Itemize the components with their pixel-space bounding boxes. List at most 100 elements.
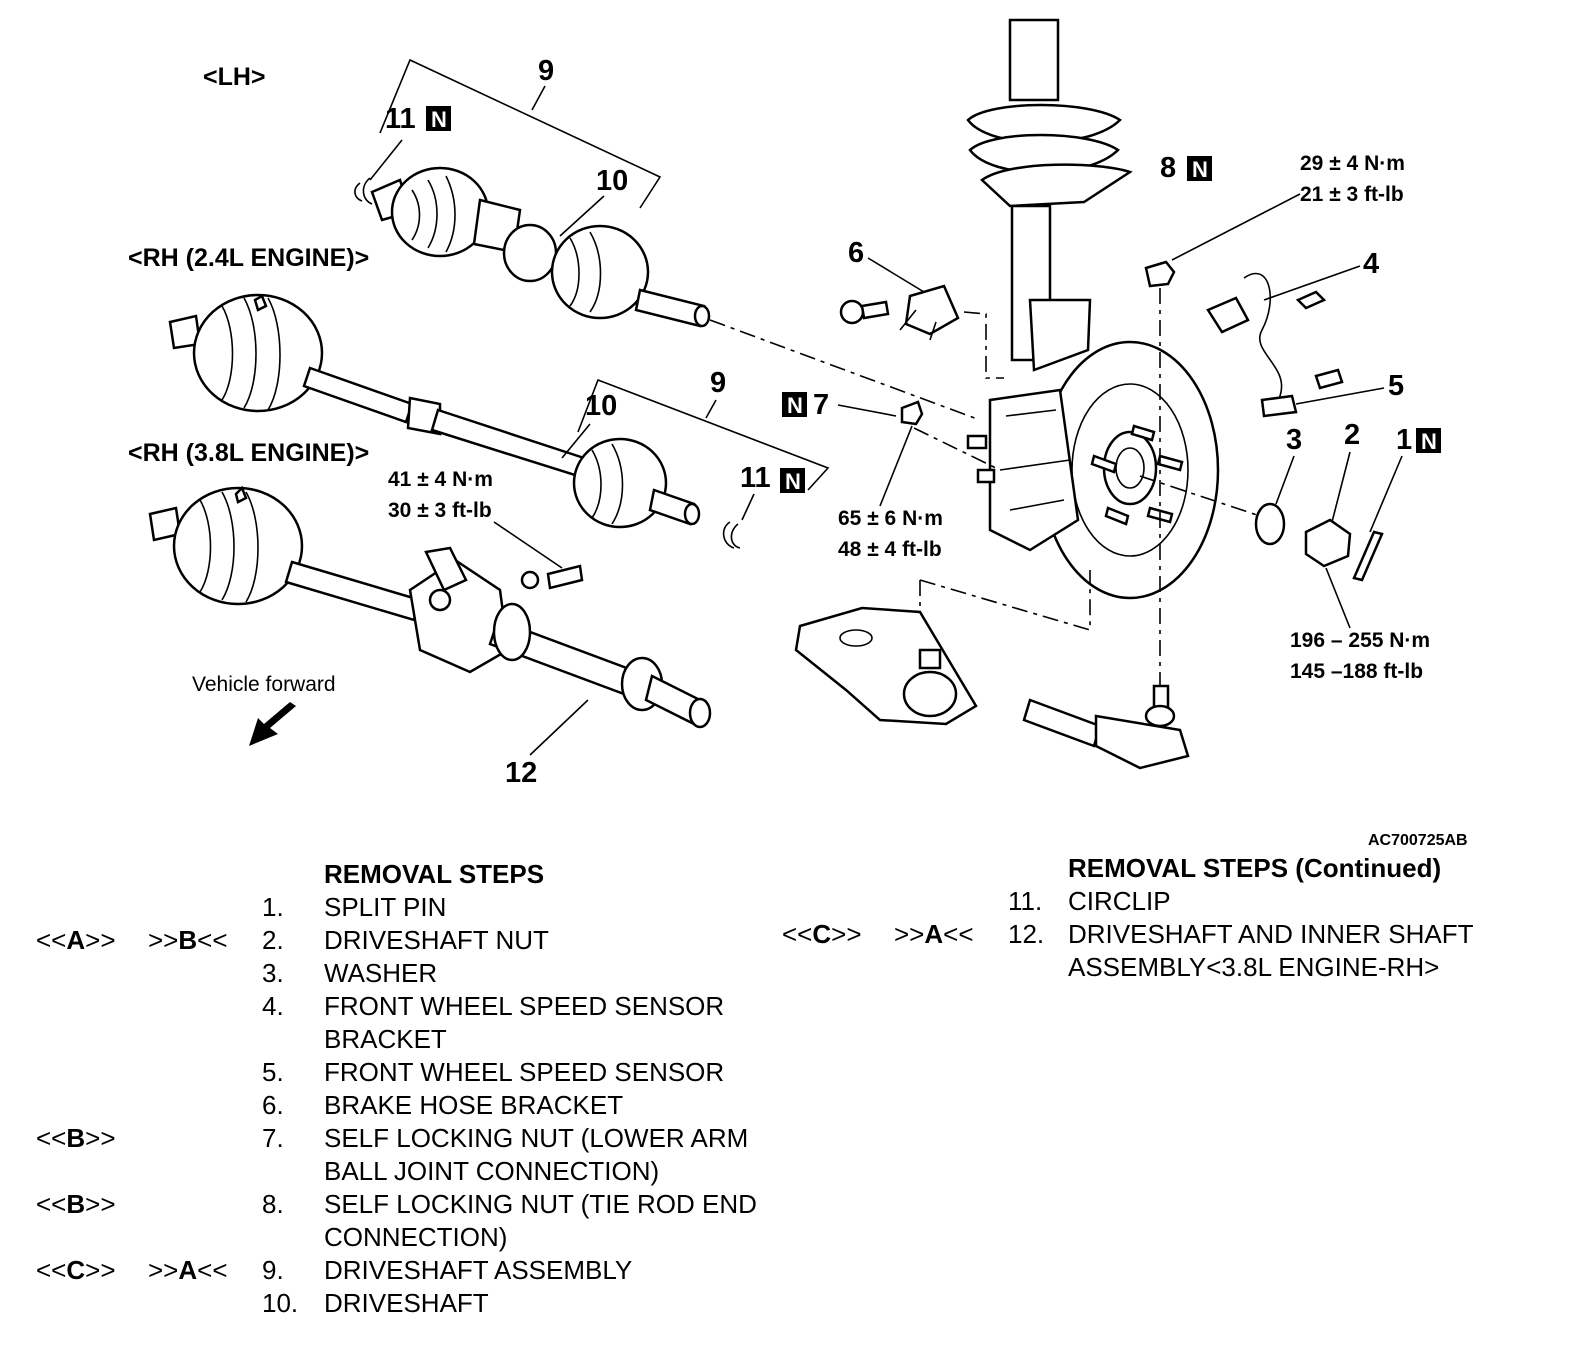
driveshaft-nut-2 <box>1304 518 1352 568</box>
lh-driveshaft <box>354 166 711 328</box>
callout-7: 7 <box>813 389 829 421</box>
label-rh-24: <RH (2.4L ENGINE)> <box>128 244 369 272</box>
step-number: 9. <box>262 1255 284 1285</box>
step-text: WASHER <box>324 958 438 988</box>
step-number: 5. <box>262 1057 284 1087</box>
torque-2-ftlb: 145 –188 ft-lb <box>1290 660 1423 683</box>
step-number: 3. <box>262 958 284 988</box>
torque-12-nm: 41 ± 4 N·m <box>388 468 493 491</box>
service-point-installation: >>B<< <box>148 925 228 955</box>
torque-2-nm: 196 – 255 N·m <box>1290 629 1430 652</box>
callout-12: 12 <box>505 757 537 789</box>
list-item: <<C>> >>A<< 12. DRIVESHAFT AND INNER SHA… <box>760 918 1560 984</box>
removal-steps-title: REMOVAL STEPS <box>324 859 545 889</box>
n-badge-8 <box>1187 156 1212 181</box>
list-item: 5. FRONT WHEEL SPEED SENSOR <box>0 1056 780 1089</box>
step-number: 12. <box>1008 919 1045 949</box>
removal-steps-column-right: REMOVAL STEPS (Continued) 11. CIRCLIP <<… <box>760 852 1560 992</box>
strut-assembly <box>966 18 1133 372</box>
list-item: 4. FRONT WHEEL SPEED SENSOR BRACKET <box>0 990 780 1056</box>
callout-5: 5 <box>1388 370 1404 402</box>
brake-caliper <box>966 388 1080 552</box>
step-number: 10. <box>262 1288 299 1318</box>
step-text: SELF LOCKING NUT (LOWER ARM BALL JOINT C… <box>324 1123 749 1186</box>
exploded-view-diagram: <LH> <RH (2.4L ENGINE)> <RH (3.8L ENGINE… <box>128 18 1468 849</box>
rh24-driveshaft <box>168 293 701 529</box>
step-text: DRIVESHAFT AND INNER SHAFT ASSEMBLY<3.8L… <box>1068 919 1473 982</box>
service-point-removal: <<C>> <box>36 1255 116 1285</box>
torque-7-ftlb: 48 ± 4 ft-lb <box>838 538 942 561</box>
wheel-speed-sensor <box>1206 272 1344 418</box>
step-number: 6. <box>262 1090 284 1120</box>
service-point-removal: <<C>> <box>782 919 862 949</box>
lower-arm <box>794 606 978 726</box>
n-badge-11-top <box>426 106 451 131</box>
removal-steps-column-left: REMOVAL STEPS 1. SPLIT PIN <<A>> >>B<< 2… <box>0 858 780 1338</box>
n-badge-11-mid <box>780 468 805 493</box>
label-vehicle-forward: Vehicle forward <box>192 673 336 696</box>
rh38-driveshaft <box>148 485 712 729</box>
callout-11-top: 11 <box>385 103 416 135</box>
nut-8 <box>1144 260 1176 288</box>
step-text: DRIVESHAFT ASSEMBLY <box>324 1255 633 1285</box>
list-item: <<B>> 7. SELF LOCKING NUT (LOWER ARM BAL… <box>0 1122 780 1188</box>
step-text: SELF LOCKING NUT (TIE ROD END CONNECTION… <box>324 1189 757 1252</box>
callout-10-top: 10 <box>596 165 628 197</box>
callout-8: 8 <box>1160 152 1176 184</box>
removal-steps-title-continued: REMOVAL STEPS (Continued) <box>1068 853 1442 883</box>
step-text: SPLIT PIN <box>324 892 447 922</box>
n-badge-text: N <box>431 107 447 132</box>
service-point-removal: <<B>> <box>36 1123 116 1153</box>
step-number: 7. <box>262 1123 284 1153</box>
callout-2: 2 <box>1344 419 1360 451</box>
service-point-removal: <<A>> <box>36 925 116 955</box>
list-item: 6. BRAKE HOSE BRACKET <box>0 1089 780 1122</box>
torque-8-ftlb: 21 ± 3 ft-lb <box>1300 183 1404 206</box>
service-point-installation: >>A<< <box>148 1255 228 1285</box>
n-badge-text: N <box>785 469 801 494</box>
list-item: 3. WASHER <box>0 957 780 990</box>
n-badge-text: N <box>1421 429 1437 454</box>
list-item: 10. DRIVESHAFT <box>0 1287 780 1320</box>
step-text: BRAKE HOSE BRACKET <box>324 1090 624 1120</box>
callout-9-top: 9 <box>538 55 554 87</box>
step-number: 2. <box>262 925 284 955</box>
step-text: FRONT WHEEL SPEED SENSOR BRACKET <box>324 991 725 1054</box>
tie-rod-end <box>1022 684 1190 770</box>
bracket-bolt <box>520 564 584 590</box>
service-point-removal: <<B>> <box>36 1189 116 1219</box>
brake-hose-bracket <box>839 284 960 341</box>
label-rh-38: <RH (3.8L ENGINE)> <box>128 439 369 467</box>
washer-3 <box>1254 502 1286 546</box>
reference-code: AC700725AB <box>1368 832 1468 849</box>
n-badge-1 <box>1416 428 1441 453</box>
callout-1: 1 <box>1396 424 1412 456</box>
n-badge-text: N <box>787 393 803 418</box>
list-item: <<C>> >>A<< 9. DRIVESHAFT ASSEMBLY <box>0 1254 780 1287</box>
callout-10-mid: 10 <box>585 390 617 422</box>
step-text: CIRCLIP <box>1068 886 1171 916</box>
step-number: 1. <box>262 892 284 922</box>
callout-3: 3 <box>1286 424 1302 456</box>
list-item: <<B>> 8. SELF LOCKING NUT (TIE ROD END C… <box>0 1188 780 1254</box>
callout-11-mid: 11 <box>740 462 771 494</box>
torque-12-ftlb: 30 ± 3 ft-lb <box>388 499 492 522</box>
service-point-installation: >>A<< <box>894 919 974 949</box>
list-item: <<A>> >>B<< 2. DRIVESHAFT NUT <box>0 924 780 957</box>
step-number: 8. <box>262 1189 284 1219</box>
split-pin-1 <box>1352 530 1384 582</box>
torque-8-nm: 29 ± 4 N·m <box>1300 152 1405 175</box>
list-item: 1. SPLIT PIN <box>0 891 780 924</box>
n-badge-7 <box>782 392 807 417</box>
list-item: 11. CIRCLIP <box>760 885 1560 918</box>
callout-9-mid: 9 <box>710 367 726 399</box>
step-number: 4. <box>262 991 284 1021</box>
callout-4: 4 <box>1363 248 1379 280</box>
torque-7-nm: 65 ± 6 N·m <box>838 507 943 530</box>
callout-6: 6 <box>848 237 864 269</box>
step-text: DRIVESHAFT <box>324 1288 489 1318</box>
step-number: 11. <box>1008 886 1043 916</box>
label-lh: <LH> <box>203 63 266 91</box>
vehicle-forward-arrow-icon <box>249 702 296 746</box>
nut-7 <box>900 400 924 426</box>
